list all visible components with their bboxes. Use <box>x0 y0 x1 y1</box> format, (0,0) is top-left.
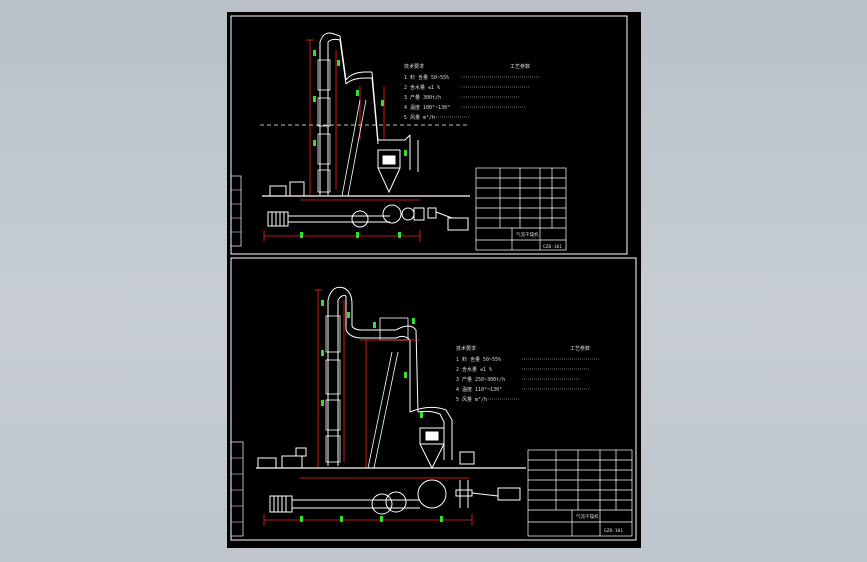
top-drying-tube <box>319 32 419 195</box>
top-markers <box>300 50 407 238</box>
bottom-dimensions <box>263 289 473 526</box>
bottom-specs-header: 工艺参数 <box>570 345 590 352</box>
top-spec-1: 1 料 含量 50~55% <box>404 74 449 81</box>
bottom-drawing: 技术要求 工艺参数 1 料 含量 50~55% 2 含水量 ≤1 % 3 产量 … <box>230 257 637 541</box>
top-title-block <box>475 167 567 251</box>
top-specs-header: 工艺参数 <box>510 63 530 70</box>
bottom-binding-strip <box>230 441 244 537</box>
bottom-feed-line <box>257 447 521 515</box>
top-spec-4: 4 温度 100°~130° <box>404 104 450 111</box>
bottom-title-name: 气流干燥机 <box>576 513 599 520</box>
top-specs: 技术要求 工艺参数 1 料 含量 50~55% 2 含水量 ≤1 % 3 产量 … <box>404 63 530 121</box>
bottom-drying-tube <box>327 286 453 466</box>
top-spec-5: 5 风量 m³/h <box>404 114 435 121</box>
bottom-title-block <box>527 449 633 537</box>
bottom-spec-5: 5 风量 m³/h <box>456 396 487 403</box>
drawing-sheet <box>227 12 641 548</box>
top-spec-2: 2 含水量 ≤1 % <box>404 84 440 91</box>
top-frame <box>230 15 628 255</box>
top-spec-3: 3 产量 300t/h <box>404 94 441 101</box>
top-title-name: 气流干燥机 <box>516 231 539 238</box>
bottom-markers <box>300 300 443 522</box>
bottom-spec-1: 1 料 含量 50~55% <box>456 356 501 363</box>
top-dimensions <box>263 39 421 242</box>
bottom-spec-3: 3 产量 250~300t/h <box>456 376 505 383</box>
bottom-spec-2: 2 含水量 ≤1 % <box>456 366 492 373</box>
top-cyclone <box>377 149 401 194</box>
top-specs-title: 技术要求 <box>404 63 424 70</box>
bottom-frame <box>230 257 637 541</box>
bottom-title-code: GZ8-101 <box>604 528 623 534</box>
top-drawing: 技术要求 工艺参数 1 料 含量 50~55% 2 含水量 ≤1 % 3 产量 … <box>230 15 628 255</box>
bottom-specs-title: 技术要求 <box>456 345 476 352</box>
top-feed-line <box>267 181 469 231</box>
top-title-code: GZ8-101 <box>543 244 562 250</box>
bottom-specs: 技术要求 工艺参数 1 料 含量 50~55% 2 含水量 ≤1 % 3 产量 … <box>456 345 590 403</box>
top-binding-strip <box>230 175 242 247</box>
bottom-spec-4: 4 温度 110°~130° <box>456 386 502 393</box>
